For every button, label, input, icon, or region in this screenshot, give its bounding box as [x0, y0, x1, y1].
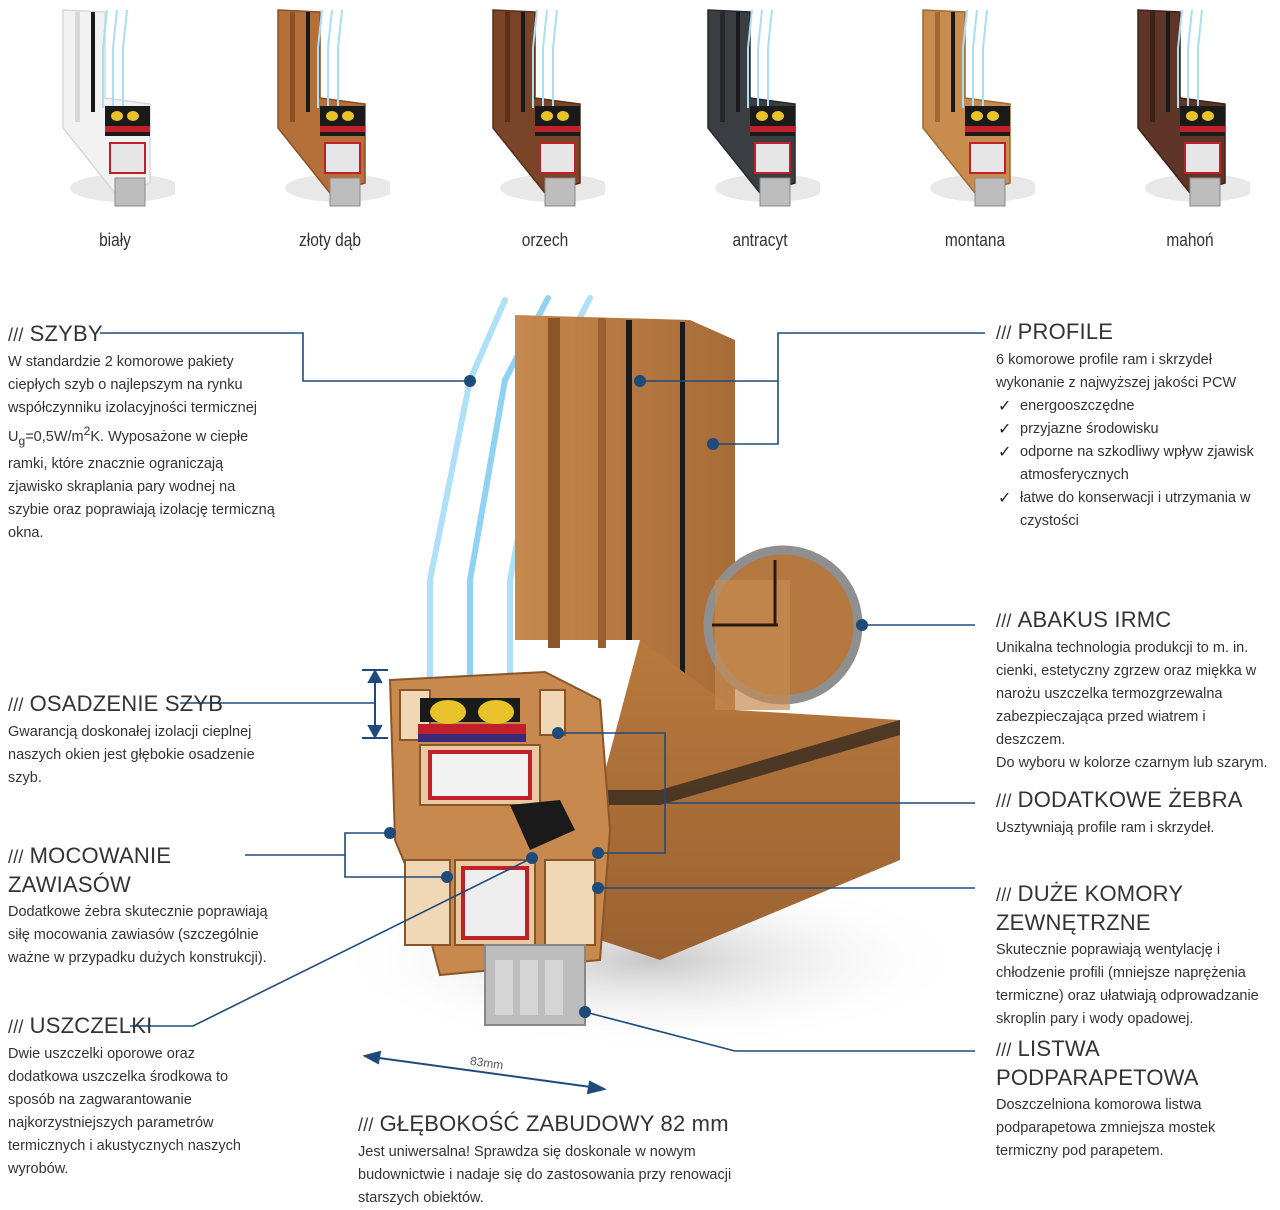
list-item-text: energooszczędne	[1020, 398, 1135, 414]
list-item: ✓ energooszczędne	[996, 395, 1266, 418]
slashes-glyph: ///	[996, 791, 1012, 811]
callout-title: /// GŁĘBOKOŚĆ ZABUDOWY 82 mm	[358, 1110, 778, 1139]
slashes-glyph: ///	[8, 1017, 24, 1037]
list-item: ✓ odporne na szkodliwy wpływ zjawisk atmo…	[996, 441, 1266, 487]
text-part: =0,5W/m	[25, 428, 84, 445]
callout-text: Doszczelniona komorowa listwa podparapet…	[996, 1097, 1216, 1159]
superscript-2: 2	[83, 424, 91, 438]
slashes-glyph: ///	[996, 611, 1012, 631]
text-part: K. Wyposażone w ciepłe ramki, które znac…	[8, 428, 275, 541]
corner-detail-circle	[703, 545, 863, 710]
check-icon: ✓	[998, 421, 1012, 438]
callout-glebokosc: /// GŁĘBOKOŚĆ ZABUDOWY 82 mm Jest uniwers…	[358, 1110, 778, 1210]
callout-text: Dwie uszczelki oporowe oraz dodatkowa us…	[8, 1046, 241, 1177]
color-swatch	[915, 8, 1040, 213]
callout-text: W standardzie 2 komorowe pakiety ciepłyc…	[8, 354, 275, 541]
check-icon: ✓	[998, 444, 1012, 461]
title-text: MOCOWANIE ZAWIASÓW	[8, 843, 172, 897]
callout-text: Jest uniwersalna! Sprawdza się doskonale…	[358, 1144, 732, 1206]
color-swatch	[700, 8, 825, 213]
callout-text: Skutecznie poprawiają wentylację i chłod…	[996, 942, 1259, 1027]
slashes-glyph: ///	[358, 1115, 374, 1135]
swatch-profile-icon	[62, 9, 180, 207]
callout-profile: /// PROFILE 6 komorowe profile ram i skrz…	[996, 318, 1266, 533]
slashes-glyph: ///	[8, 695, 24, 715]
swatch-profile-icon	[707, 9, 825, 207]
depth-dimension-arrow	[362, 1050, 607, 1095]
slashes-glyph: ///	[996, 323, 1012, 343]
title-text: USZCZELKI	[29, 1013, 153, 1038]
callout-title: /// USZCZELKI	[8, 1012, 258, 1041]
swatch-profile-icon	[922, 9, 1040, 207]
callout-osadzenie: /// OSADZENIE SZYB Gwarancją doskonałej i…	[8, 690, 283, 790]
swatch-label: biały	[99, 230, 131, 250]
callout-text: 6 komorowe profile ram i skrzydeł wykona…	[996, 352, 1237, 391]
slashes-glyph: ///	[8, 847, 24, 867]
list-item-text: przyjazne środowisku	[1020, 421, 1159, 437]
feature-list: ✓ energooszczędne ✓ przyjazne środowisku ✓…	[996, 395, 1266, 533]
swatch-profile-icon	[1137, 9, 1255, 207]
title-text: SZYBY	[29, 321, 103, 346]
color-swatch	[270, 8, 395, 213]
color-swatch	[485, 8, 610, 213]
color-swatch	[55, 8, 180, 213]
title-text: DUŻE KOMORY ZEWNĘTRZNE	[996, 881, 1183, 935]
callout-listwa: ///LISTWA PODPARAPETOWA Doszczelniona ko…	[996, 1035, 1271, 1163]
leader-dots	[384, 375, 868, 1018]
callout-text: Unikalna technologia produkcji to m. in.…	[996, 640, 1257, 748]
leader-lines	[100, 332, 985, 1052]
check-icon: ✓	[998, 490, 1012, 507]
list-item-text: łatwe do konserwacji i utrzymania w czys…	[1020, 490, 1251, 529]
callout-uszczelki: /// USZCZELKI Dwie uszczelki oporowe oraz…	[8, 1012, 258, 1181]
swatch-label: orzech	[521, 230, 569, 250]
swatch-label: montana	[944, 230, 1006, 250]
callout-title: /// OSADZENIE SZYB	[8, 690, 283, 719]
callout-zebra: /// DODATKOWE ŻEBRA Usztywniają profile r…	[996, 786, 1271, 840]
callout-title: ///MOCOWANIE ZAWIASÓW	[8, 842, 268, 899]
swatch-label: mahoń	[1166, 230, 1214, 250]
cross-section	[388, 670, 612, 1026]
slashes-glyph: ///	[8, 325, 24, 345]
text-part: W standardzie 2 komorowe pakiety ciepłyc…	[8, 354, 258, 445]
slashes-glyph: ///	[996, 885, 1012, 905]
list-item-text: odporne na szkodliwy wpływ zjawisk atmos…	[1020, 444, 1254, 483]
callout-title: ///DUŻE KOMORY ZEWNĘTRZNE	[996, 880, 1271, 937]
callout-text: Dodatkowe żebra skutecznie poprawiają si…	[8, 904, 268, 966]
callout-text: Gwarancją doskonałej izolacji cieplnej n…	[8, 724, 255, 786]
callout-abakus: /// ABAKUS IRMC Unikalna technologia prod…	[996, 606, 1271, 775]
callout-text: Usztywniają profile ram i skrzydeł.	[996, 820, 1215, 836]
swatch-profile-icon	[277, 9, 395, 207]
check-icon: ✓	[998, 398, 1012, 415]
callout-szyby: /// SZYBY W standardzie 2 komorowe pakiet…	[8, 320, 278, 545]
callout-text-2: Do wyboru w kolorze czarnym lub szarym.	[996, 755, 1268, 771]
swatch-label: złoty dąb	[299, 230, 361, 250]
title-text: ABAKUS IRMC	[1017, 607, 1172, 632]
callout-title: /// ABAKUS IRMC	[996, 606, 1271, 635]
callout-title: /// PROFILE	[996, 318, 1266, 347]
subscript-g: g	[18, 433, 26, 448]
callout-title: ///LISTWA PODPARAPETOWA	[996, 1035, 1271, 1092]
callout-title: /// SZYBY	[8, 320, 278, 349]
callout-komory: ///DUŻE KOMORY ZEWNĘTRZNE Skutecznie pop…	[996, 880, 1271, 1031]
swatch-profile-icon	[492, 9, 610, 207]
slashes-glyph: ///	[996, 1040, 1012, 1060]
title-text: LISTWA PODPARAPETOWA	[996, 1036, 1199, 1090]
list-item: ✓ łatwe do konserwacji i utrzymania w czy…	[996, 487, 1266, 533]
vertical-frame	[515, 315, 735, 730]
title-text: DODATKOWE ŻEBRA	[1017, 787, 1243, 812]
title-text: PROFILE	[1017, 319, 1114, 344]
glazing-depth-dimension	[362, 668, 388, 740]
title-text: OSADZENIE SZYB	[29, 691, 224, 716]
list-item: ✓ przyjazne środowisku	[996, 418, 1266, 441]
horizontal-frame	[600, 640, 900, 960]
color-swatch	[1130, 8, 1255, 213]
title-text: GŁĘBOKOŚĆ ZABUDOWY 82 mm	[379, 1111, 729, 1136]
callout-mocowanie: ///MOCOWANIE ZAWIASÓW Dodatkowe żebra sk…	[8, 842, 268, 970]
swatch-label: antracyt	[732, 230, 788, 250]
callout-title: /// DODATKOWE ŻEBRA	[996, 786, 1271, 815]
